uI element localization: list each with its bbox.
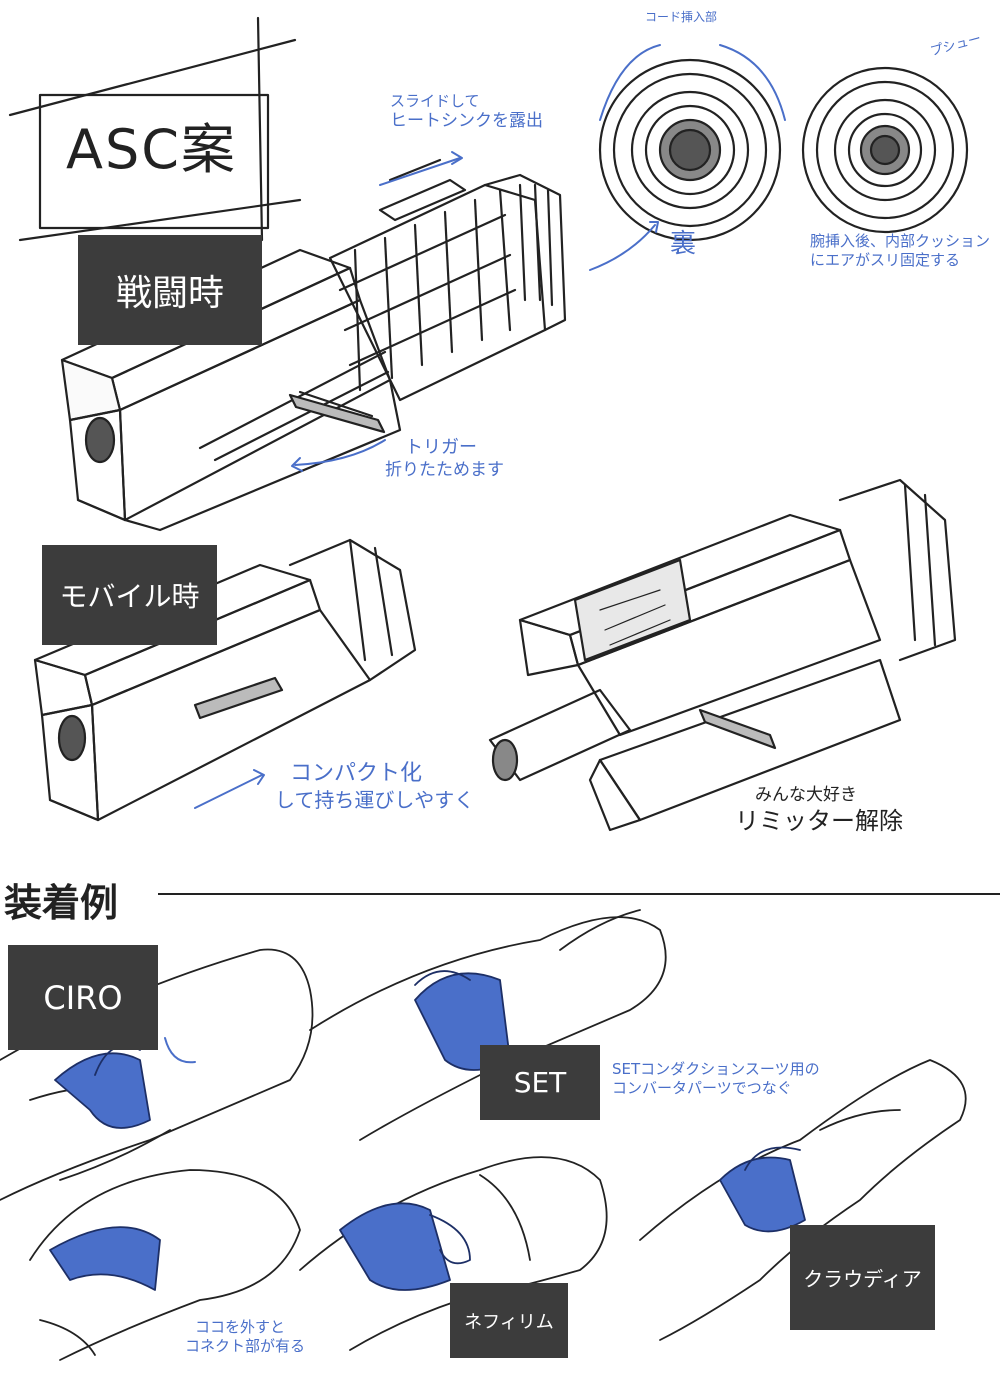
note-back: 裏 bbox=[670, 229, 697, 259]
ring-view-front bbox=[598, 58, 782, 242]
note-trigger-line2: 折りたためます bbox=[385, 459, 504, 480]
arm-example-ciro bbox=[0, 948, 314, 1201]
ring-view-back bbox=[801, 66, 969, 234]
note-compact: コンパクト化 して持ち運びしやすく bbox=[275, 760, 474, 813]
label-claudia: クラウディア bbox=[790, 1225, 935, 1330]
combat-device-drawing bbox=[60, 158, 567, 532]
annotation-arrow-middle bbox=[164, 769, 265, 1064]
label-nephilim: ネフィリム bbox=[450, 1283, 568, 1358]
note-set: SETコンダクションスーツ用の コンバータパーツでつなぐ bbox=[612, 1060, 820, 1098]
label-set-text: SET bbox=[513, 1066, 567, 1099]
label-ciro: CIRO bbox=[8, 945, 158, 1050]
note-set-line2: コンバータパーツでつなぐ bbox=[612, 1078, 792, 1097]
note-cord-exposed-line1: ココを外すと bbox=[195, 1318, 286, 1336]
arm-example-claudia bbox=[639, 1059, 967, 1341]
note-arm-line2: にエアがスリ固定する bbox=[810, 250, 961, 269]
section-header: 装着例 bbox=[4, 881, 119, 925]
note-arm: 腕挿入後、内部クッション にエアがスリ固定する bbox=[810, 232, 990, 270]
note-compact-line2: して持ち運びしやすく bbox=[275, 787, 475, 812]
note-arm-line1: 腕挿入後、内部クッション bbox=[810, 232, 991, 250]
note-slide: スライドして ヒートシンクを露出 bbox=[390, 92, 543, 132]
label-combat-text: 戦闘時 bbox=[115, 273, 224, 314]
label-mobile: モバイル時 bbox=[42, 545, 217, 645]
page-title: ASC案 bbox=[66, 118, 237, 181]
label-claudia-text: クラウディア bbox=[803, 1267, 922, 1291]
label-nephilim-text: ネフィリム bbox=[464, 1311, 554, 1333]
annotation-arrows-top bbox=[291, 44, 786, 472]
limiter-device-drawing bbox=[488, 478, 957, 832]
note-set-line1: SETコンダクションスーツ用の bbox=[612, 1060, 820, 1078]
label-mobile-text: モバイル時 bbox=[59, 580, 200, 613]
note-trigger: トリガー 折りたためます bbox=[385, 437, 504, 481]
note-compact-line1: コンパクト化 bbox=[290, 761, 423, 786]
note-cord-exposed: ココを外すと コネクト部が有る bbox=[185, 1318, 305, 1356]
label-ciro-text: CIRO bbox=[43, 978, 123, 1017]
note-slide-line1: スライドして bbox=[390, 92, 480, 110]
note-limiter-line2: リミッター解除 bbox=[735, 807, 903, 836]
arm-example-nephilim bbox=[299, 1156, 608, 1351]
note-cord: コード挿入部 bbox=[645, 10, 718, 24]
note-limiter: みんな大好き リミッター解除 bbox=[735, 785, 903, 836]
title-frame bbox=[8, 16, 302, 242]
note-cord-exposed-line2: コネクト部が有る bbox=[185, 1336, 306, 1355]
label-combat: 戦闘時 bbox=[78, 235, 262, 345]
note-trigger-line1: トリガー bbox=[405, 437, 477, 458]
arm-example-ciro-lower bbox=[29, 1169, 301, 1361]
note-slide-line2: ヒートシンクを露出 bbox=[390, 110, 543, 131]
label-set: SET bbox=[480, 1045, 600, 1120]
note-limiter-line1: みんな大好き bbox=[755, 785, 857, 805]
section-divider bbox=[158, 893, 1000, 895]
